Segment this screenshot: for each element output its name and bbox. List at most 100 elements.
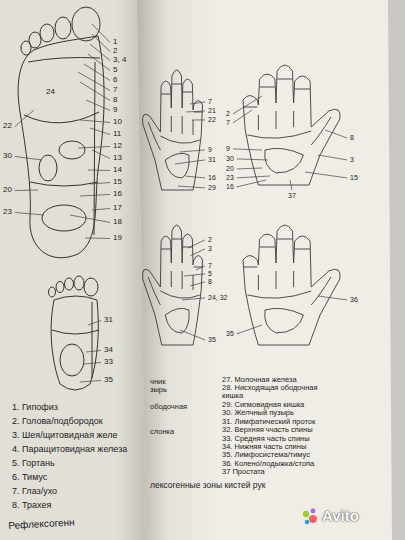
leader-line [237,176,270,178]
zone-number: 36 [350,296,358,304]
leader-line [175,160,205,164]
leader-line [80,380,101,382]
zone-number: 34 [104,346,113,355]
zone-number: 8 [208,278,212,286]
zone-number: 31 [208,156,216,164]
legend-item: 8. Трахея [12,500,51,510]
zone-number: 5 [113,66,117,75]
leader-line [88,54,110,70]
legend-fragment: зырь [150,386,167,394]
leader-line [86,350,101,352]
legend-fragment: ободочная [150,403,187,411]
leader-line [185,176,205,178]
leader-line [180,330,205,340]
zone-number: 9 [208,146,212,154]
zone-number: 29 [208,184,216,192]
leader-line [182,298,205,300]
leader-line [88,170,110,171]
zone-number: 33 [104,358,113,367]
zone-number: 16 [226,183,234,191]
watermark: Avito [322,508,359,525]
legend-item: 32. Верхняя ччасть спины [222,426,313,434]
leader-line [325,130,347,138]
zone-number: 3 [208,245,212,253]
zone-number: 21 [208,107,216,115]
legend-item: 37 Простата [222,468,265,476]
leader-line [78,146,110,148]
zone-number: 23 [3,208,12,217]
leader-line [80,82,110,100]
zone-number: 9 [226,145,230,153]
leader-line [88,320,101,325]
leader-line [188,240,205,248]
legend-item: 33. Средняя часть спины [222,435,310,443]
legend-item: 5. Гортань [12,458,55,468]
leader-line [92,24,110,42]
leader-line [178,186,205,188]
legend-item: 3. Шея/щитовидная желе [12,430,118,440]
leader-line [78,72,110,90]
leader-line [318,155,347,160]
zone-number: 6 [113,76,117,85]
leader-line [305,172,347,178]
zone-number: 8 [113,96,117,105]
leader-line [180,150,205,152]
legend-item: 7. Глаз/ухо [12,486,57,496]
legend-item: 2. Голова/подбородок [12,416,103,426]
zone-number: 7 [226,119,230,127]
zone-number: 35 [208,336,216,344]
zone-number: 11 [113,130,121,139]
legend-item: 1. Гипофиз [12,402,58,412]
leader-line [192,119,205,120]
legend-item: 6. Тимус [12,472,47,482]
leader-line [290,180,292,190]
legend-item: 4. Паращитовидная железа [12,444,127,454]
leader-line [84,362,101,364]
legend-item: 28. Нисходящая ободочная кишка [222,384,340,401]
zone-number: 19 [113,234,122,243]
leader-line [15,190,38,191]
leader-line [15,110,34,126]
leader-line [237,180,266,187]
zone-number: 12 [113,142,122,151]
leader-line [318,296,347,300]
zone-number: 17 [113,204,122,213]
zone-number: 8 [350,134,354,142]
zone-number: 22 [208,116,216,124]
legend-item: 30. Желчный пузырь [222,409,294,417]
legend-item: 29. Сигмовидная кишка [222,401,304,409]
zone-number: 7 [208,262,212,270]
leader-line [186,111,205,112]
leader-line [70,215,110,222]
leader-line [92,150,110,158]
zone-number: 20 [3,186,12,195]
leader-line [80,120,110,122]
zone-number: 30 [226,155,234,163]
zone-number: 24 [46,88,55,97]
leader-line [15,212,44,215]
leader-line [85,238,110,239]
zone-number: 2 [113,47,117,56]
leader-line [233,96,262,114]
figure-caption: лексогенные зоны кистей рук [150,481,265,491]
zone-number: 7 [208,98,212,106]
zone-number: 15 [350,174,358,182]
leader-line [237,159,268,160]
legend-item: 31. Лимфатический проток [222,418,315,426]
zone-number: 3, 4 [113,56,126,65]
zone-number: 30 [3,152,12,161]
zone-number: 20 [226,165,234,173]
zone-number: 5 [208,270,212,278]
leader-line [233,149,262,150]
zone-number: 7 [113,86,117,95]
leader-line [90,128,110,134]
leader-line [196,266,205,270]
leader-line [190,249,205,256]
zone-number: 24, 32 [208,294,227,302]
zone-number: 13 [113,154,122,163]
zone-number: 23 [226,174,234,182]
zone-number: 9 [113,106,117,115]
